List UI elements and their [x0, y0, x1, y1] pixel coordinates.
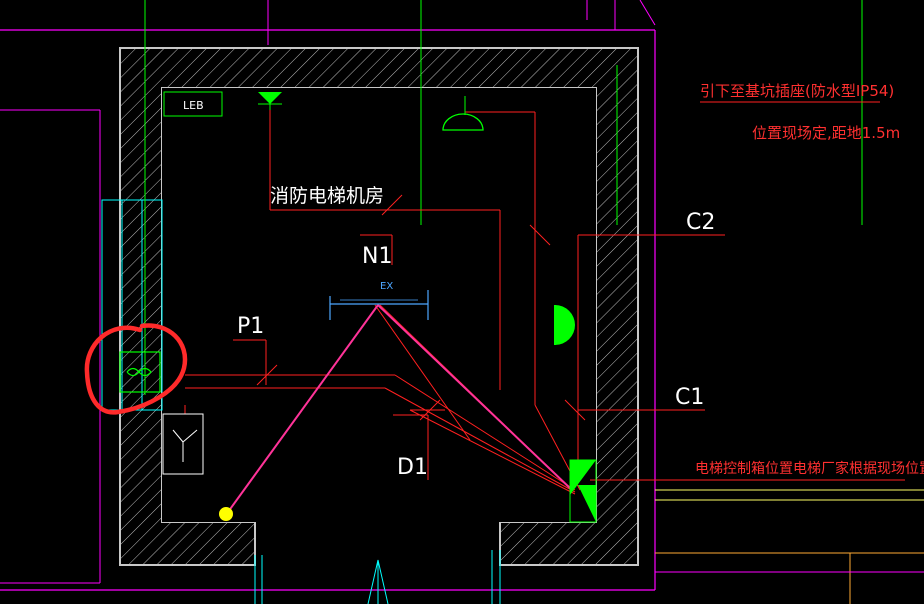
ex-label: EX	[380, 281, 393, 292]
circuit-label-d1: D1	[397, 455, 428, 480]
valve-icon	[258, 92, 282, 110]
junction-point	[219, 507, 233, 521]
ceiling-light-icon	[442, 96, 484, 131]
ex-light-fixture	[329, 290, 429, 320]
switch-box-icon	[162, 413, 204, 475]
circuit-label-c2: C2	[686, 210, 715, 235]
socket-note-line1: 引下至基坑插座(防水型IP54)	[700, 82, 894, 100]
highlight-circle	[84, 323, 188, 415]
socket-note-line2: 位置现场定,距地1.5m	[752, 124, 900, 142]
green-lines	[144, 45, 618, 395]
circuit-label-c1: C1	[675, 385, 704, 410]
leb-box	[163, 91, 223, 117]
control-box-note: 电梯控制箱位置电梯厂家根据现场位置定	[695, 460, 924, 477]
room-label: 消防电梯机房	[270, 185, 384, 207]
control-box-icon	[569, 459, 597, 523]
circuit-label-p1: P1	[237, 314, 264, 339]
circuit-label-n1: N1	[362, 244, 392, 269]
fan-icon	[119, 351, 161, 393]
wall-light-icon	[554, 305, 575, 345]
ex-wire	[227, 304, 573, 513]
leb-label: LEB	[183, 99, 204, 112]
